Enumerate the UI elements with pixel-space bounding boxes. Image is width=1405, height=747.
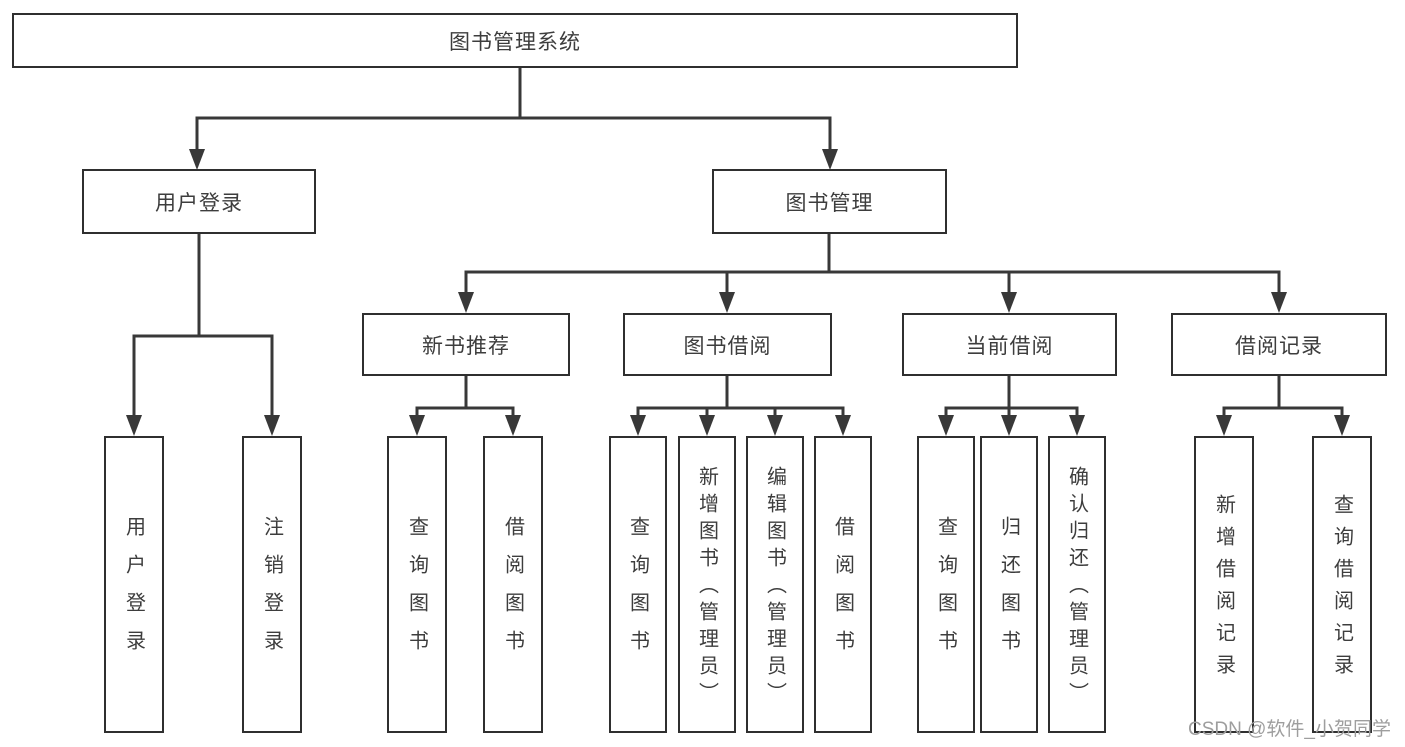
leaf-edit-books-admin: 编辑图书（管理员） [746, 436, 804, 733]
leaf-query-books-current: 查询图书 [917, 436, 975, 733]
leaf-label: 用户登录 [122, 515, 145, 668]
node-book-borrow: 图书借阅 [623, 313, 832, 376]
node-label: 用户登录 [155, 191, 243, 215]
leaf-label: 借阅图书 [501, 515, 524, 668]
node-label: 图书管理系统 [449, 30, 581, 54]
node-borrow-records: 借阅记录 [1171, 313, 1387, 376]
leaf-label: 新增借阅记录 [1212, 493, 1235, 686]
leaf-label: 新增图书（管理员） [695, 466, 718, 709]
node-new-book-recommend: 新书推荐 [362, 313, 570, 376]
leaf-label: 查询图书 [934, 515, 957, 668]
leaf-label: 确认归还（管理员） [1065, 466, 1088, 709]
node-label: 借阅记录 [1235, 334, 1323, 358]
leaf-confirm-return-admin: 确认归还（管理员） [1048, 436, 1106, 733]
node-user-login: 用户登录 [82, 169, 316, 234]
leaf-query-borrow-record: 查询借阅记录 [1312, 436, 1372, 733]
leaf-label: 注销登录 [260, 515, 283, 668]
leaf-return-books: 归还图书 [980, 436, 1038, 733]
leaf-query-books-borrow: 查询图书 [609, 436, 667, 733]
leaf-label: 查询图书 [626, 515, 649, 668]
leaf-user-login: 用户登录 [104, 436, 164, 733]
node-label: 当前借阅 [965, 334, 1054, 358]
leaf-add-borrow-record: 新增借阅记录 [1194, 436, 1254, 733]
node-current-borrow: 当前借阅 [902, 313, 1117, 376]
node-label: 图书借阅 [683, 334, 772, 358]
leaf-query-books-recommend: 查询图书 [387, 436, 447, 733]
leaf-label: 编辑图书（管理员） [763, 466, 786, 709]
node-label: 新书推荐 [422, 334, 510, 358]
csdn-watermark: CSDN @软件_小贺同学 [1188, 719, 1391, 740]
node-book-management: 图书管理 [712, 169, 947, 234]
leaf-label: 查询借阅记录 [1330, 493, 1353, 686]
leaf-add-books-admin: 新增图书（管理员） [678, 436, 736, 733]
node-label: 图书管理 [785, 191, 874, 215]
leaf-label: 归还图书 [997, 515, 1020, 668]
node-root-system: 图书管理系统 [12, 13, 1018, 68]
leaf-borrow-books-recommend: 借阅图书 [483, 436, 543, 733]
leaf-borrow-books: 借阅图书 [814, 436, 872, 733]
leaf-logout: 注销登录 [242, 436, 302, 733]
leaf-label: 借阅图书 [831, 515, 854, 668]
leaf-label: 查询图书 [405, 515, 428, 668]
